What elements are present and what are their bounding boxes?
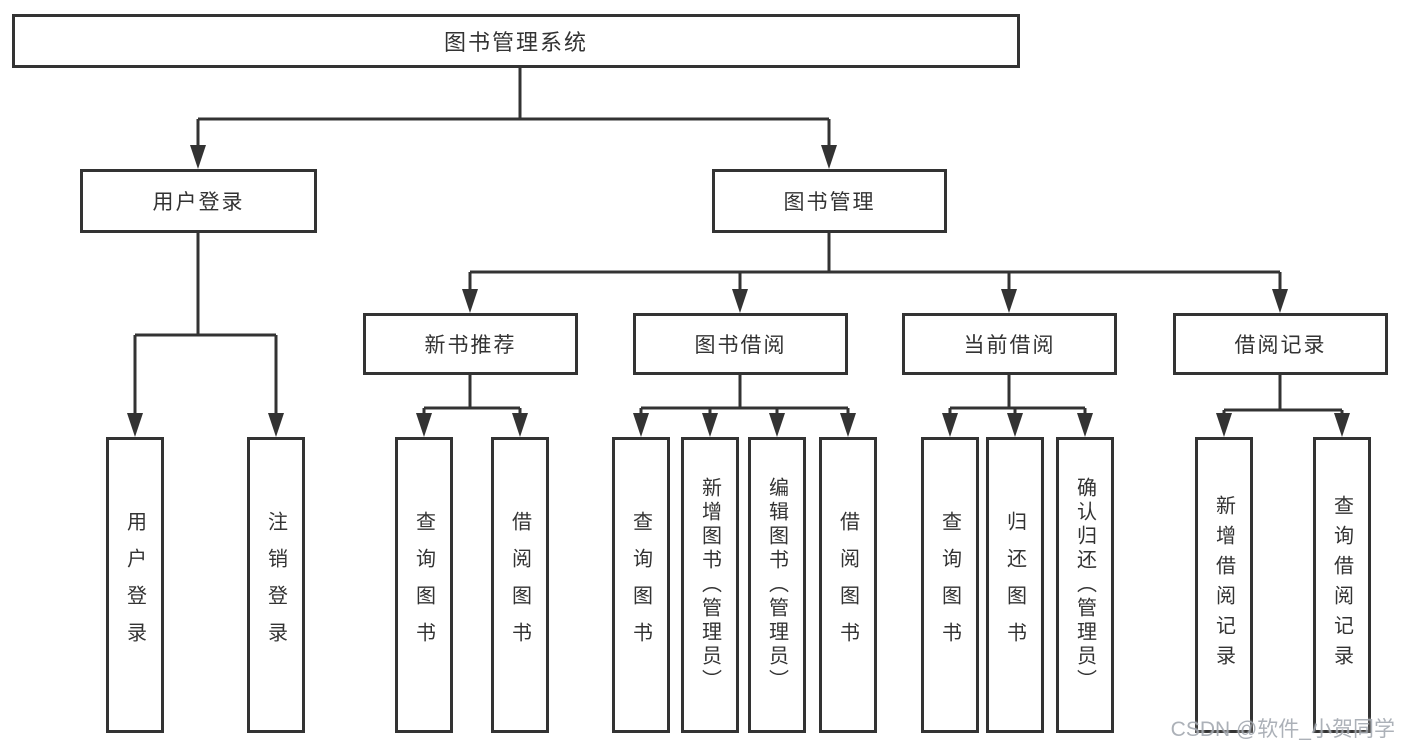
node-root: 图书管理系统: [12, 14, 1020, 68]
connector-current-borrow-split: [942, 375, 1093, 437]
node-leaf-bb-add-book-label: 新增图书（管理员）: [698, 477, 721, 693]
node-leaf-cb-query-book: 查询图书: [921, 437, 979, 733]
connector-user-login-split: [127, 233, 284, 437]
node-book-borrow-label: 图书借阅: [694, 334, 787, 357]
node-current-borrow: 当前借阅: [902, 313, 1117, 375]
node-leaf-bb-query-book: 查询图书: [612, 437, 670, 733]
node-leaf-br-add-record: 新增借阅记录: [1195, 437, 1253, 733]
connector-new-book-rec-split: [416, 375, 528, 437]
node-book-mgmt-label: 图书管理: [783, 191, 876, 214]
node-leaf-logout-label: 注销登录: [264, 511, 287, 659]
node-root-label: 图书管理系统: [443, 30, 588, 55]
node-leaf-rec-query-book: 查询图书: [395, 437, 453, 733]
node-leaf-logout: 注销登录: [247, 437, 305, 733]
node-leaf-br-add-record-label: 新增借阅记录: [1212, 495, 1235, 675]
node-leaf-bb-borrow-book-label: 借阅图书: [836, 511, 859, 659]
node-leaf-user-login-label: 用户登录: [123, 511, 146, 659]
node-leaf-bb-edit-book-label: 编辑图书（管理员）: [765, 477, 788, 693]
connector-root-split: [190, 68, 837, 169]
node-new-book-rec: 新书推荐: [363, 313, 578, 375]
node-leaf-user-login: 用户登录: [106, 437, 164, 733]
node-leaf-cb-return-book-label: 归还图书: [1003, 511, 1026, 659]
connector-book-borrow-split: [633, 375, 856, 437]
node-leaf-cb-confirm-return-label: 确认归还（管理员）: [1073, 477, 1096, 693]
node-leaf-bb-borrow-book: 借阅图书: [819, 437, 877, 733]
connector-book-mgmt-split: [462, 233, 1288, 313]
node-leaf-bb-edit-book: 编辑图书（管理员）: [748, 437, 806, 733]
node-borrow-record: 借阅记录: [1173, 313, 1388, 375]
node-book-mgmt: 图书管理: [712, 169, 947, 233]
node-leaf-rec-query-book-label: 查询图书: [412, 511, 435, 659]
node-leaf-cb-return-book: 归还图书: [986, 437, 1044, 733]
node-borrow-record-label: 借阅记录: [1234, 334, 1327, 357]
node-leaf-cb-confirm-return: 确认归还（管理员）: [1056, 437, 1114, 733]
node-user-login: 用户登录: [80, 169, 317, 233]
node-leaf-bb-query-book-label: 查询图书: [629, 511, 652, 659]
node-leaf-rec-borrow-book-label: 借阅图书: [508, 511, 531, 659]
node-current-borrow-label: 当前借阅: [963, 334, 1056, 357]
node-leaf-cb-query-book-label: 查询图书: [938, 511, 961, 659]
node-leaf-rec-borrow-book: 借阅图书: [491, 437, 549, 733]
node-leaf-bb-add-book: 新增图书（管理员）: [681, 437, 739, 733]
node-book-borrow: 图书借阅: [633, 313, 848, 375]
node-new-book-rec-label: 新书推荐: [424, 334, 517, 357]
watermark: CSDN @软件_小贺同学: [1170, 718, 1395, 741]
connector-borrow-record-split: [1216, 375, 1350, 437]
node-user-login-label: 用户登录: [152, 191, 245, 214]
node-leaf-br-query-record-label: 查询借阅记录: [1330, 495, 1353, 675]
node-leaf-br-query-record: 查询借阅记录: [1313, 437, 1371, 733]
